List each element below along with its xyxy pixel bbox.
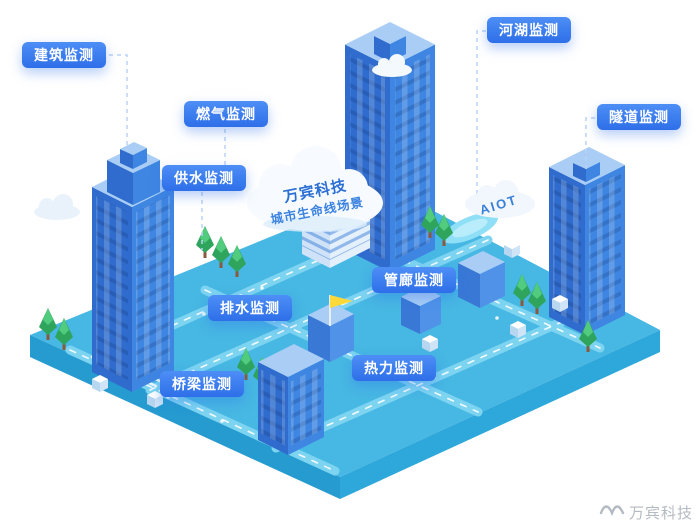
pipe-gallery-box	[458, 251, 505, 308]
label-building-monitoring[interactable]: 建筑监测	[22, 42, 106, 68]
connector-tunnel	[585, 117, 595, 172]
title-cloud: 万宾科技 城市生命线场景	[247, 146, 383, 232]
label-drainage-monitoring[interactable]: 排水监测	[208, 295, 292, 321]
lake	[442, 212, 498, 244]
connector-building	[101, 54, 128, 150]
label-heating-monitoring[interactable]: 热力监测	[352, 355, 436, 381]
connector-river-lake	[476, 30, 486, 210]
aiot-cloud: AIOT	[465, 180, 535, 218]
small-cloud-left	[34, 194, 80, 220]
building-right-tower	[549, 147, 625, 335]
heating-box	[308, 295, 354, 362]
brand-logo-icon	[599, 505, 625, 517]
small-cloud-top	[372, 54, 412, 77]
building-center-tower	[345, 22, 435, 272]
flag-icon	[330, 295, 353, 308]
watermark-text: 万宾科技	[629, 505, 693, 522]
label-gas-monitoring[interactable]: 燃气监测	[184, 101, 268, 127]
connector-lines	[101, 30, 595, 250]
label-river-lake-monitoring[interactable]: 河湖监测	[487, 17, 571, 43]
building-left-tower	[92, 142, 174, 392]
label-bridge-monitoring[interactable]: 桥梁监测	[160, 371, 244, 397]
label-water-supply-monitoring[interactable]: 供水监测	[162, 165, 246, 191]
building-front-midrise	[258, 344, 324, 455]
label-tunnel-monitoring[interactable]: 隧道监测	[597, 104, 681, 130]
label-pipe-gallery-monitoring[interactable]: 管廊监测	[372, 267, 456, 293]
brand-watermark: 万宾科技	[599, 505, 693, 522]
